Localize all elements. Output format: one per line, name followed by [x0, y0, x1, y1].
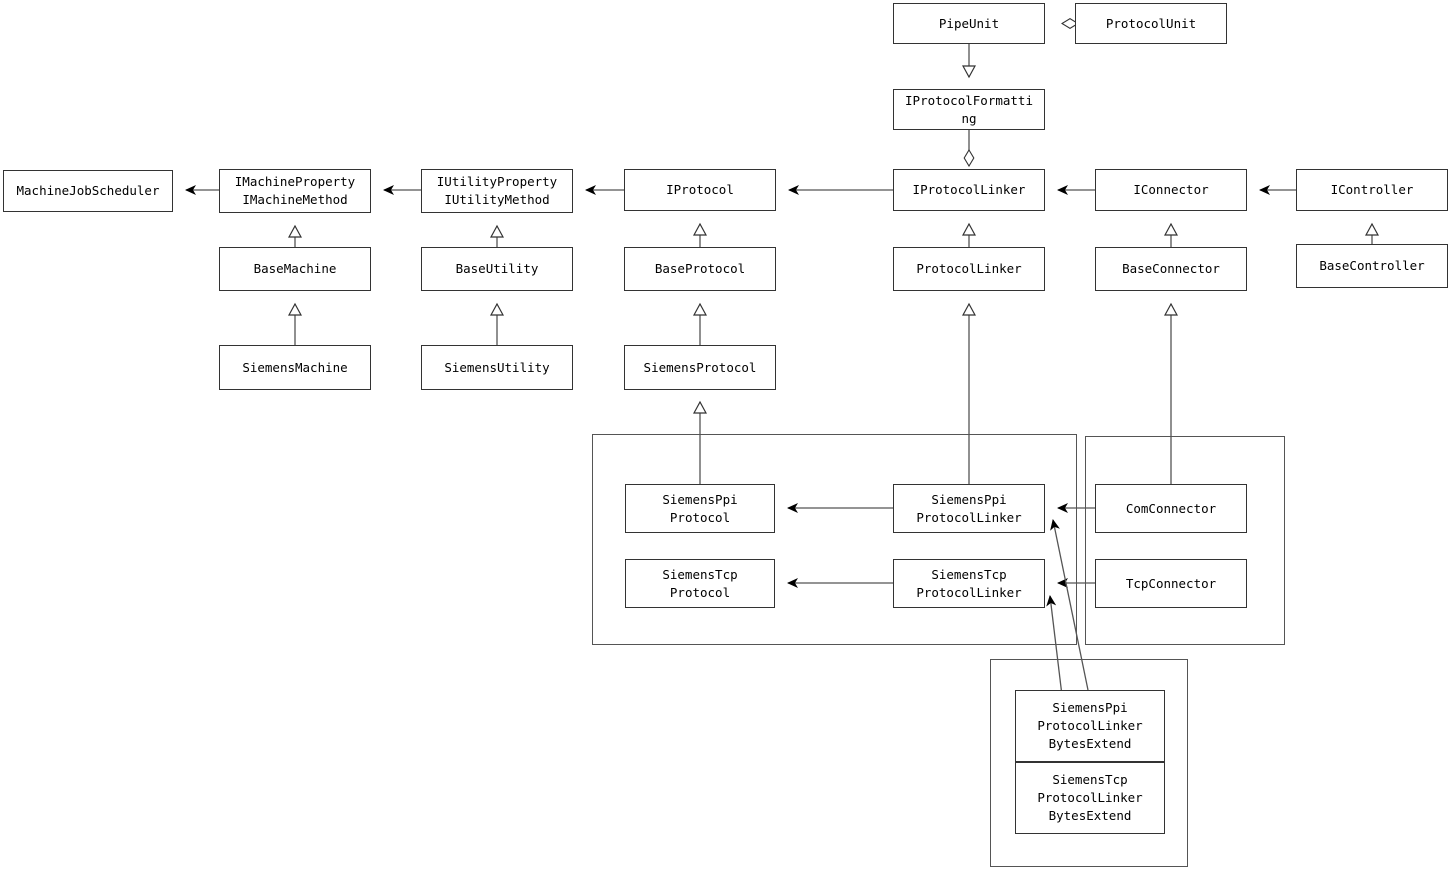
class-box-label: IConnector	[1133, 182, 1209, 197]
class-box-label: ProtocolLinker	[916, 261, 1022, 276]
class-box-siemensTcpLinker[interactable]: SiemensTcp ProtocolLinker	[893, 559, 1045, 608]
class-box-label: SiemensTcp ProtocolLinker	[916, 566, 1022, 600]
class-box-label: MachineJobScheduler	[16, 183, 160, 198]
class-box-label: SiemensPpi Protocol	[662, 491, 738, 525]
class-box-siemensUtility[interactable]: SiemensUtility	[421, 345, 573, 390]
class-box-iProtocolLinker[interactable]: IProtocolLinker	[893, 169, 1045, 211]
class-box-pipeUnit[interactable]: PipeUnit	[893, 3, 1045, 44]
class-box-label: IProtocolLinker	[912, 182, 1026, 197]
class-box-iConnector[interactable]: IConnector	[1095, 169, 1247, 211]
class-box-siemensPpiProtocol[interactable]: SiemensPpi Protocol	[625, 484, 775, 533]
class-box-label: IMachineProperty IMachineMethod	[234, 174, 356, 207]
class-box-label: SiemensProtocol	[643, 359, 757, 375]
class-box-iMachine[interactable]: IMachineProperty IMachineMethod	[219, 169, 371, 213]
class-box-label: SiemensMachine	[242, 359, 348, 375]
class-box-siemensPpiLinker[interactable]: SiemensPpi ProtocolLinker	[893, 484, 1045, 533]
class-box-label: ComConnector	[1125, 500, 1217, 516]
class-box-siemensProtocol[interactable]: SiemensProtocol	[624, 345, 776, 390]
class-box-ppiBytesExtend[interactable]: SiemensPpi ProtocolLinker BytesExtend	[1015, 690, 1165, 762]
class-box-machineJobScheduler[interactable]: MachineJobScheduler	[3, 170, 173, 212]
class-box-siemensTcpProtocol[interactable]: SiemensTcp Protocol	[625, 559, 775, 608]
class-box-label: BaseProtocol	[654, 261, 746, 276]
class-box-label: SiemensTcp ProtocolLinker BytesExtend	[1037, 772, 1143, 823]
class-box-label: BaseUtility	[455, 261, 539, 276]
class-box-iUtility[interactable]: IUtilityProperty IUtilityMethod	[421, 169, 573, 213]
class-box-label: BaseConnector	[1122, 261, 1220, 276]
class-box-protocolLinker[interactable]: ProtocolLinker	[893, 247, 1045, 291]
class-box-label: IController	[1330, 182, 1414, 197]
class-box-label: TcpConnector	[1125, 575, 1217, 591]
group-bytes-extend	[990, 659, 1188, 867]
class-box-label: ProtocolUnit	[1105, 15, 1197, 31]
class-box-baseProtocol[interactable]: BaseProtocol	[624, 247, 776, 291]
class-box-tcpConnector[interactable]: TcpConnector	[1095, 559, 1247, 608]
class-box-label: BaseController	[1319, 258, 1425, 273]
class-box-label: IUtilityProperty IUtilityMethod	[436, 174, 558, 207]
class-box-baseMachine[interactable]: BaseMachine	[219, 247, 371, 291]
class-box-baseConnector[interactable]: BaseConnector	[1095, 247, 1247, 291]
group-siemens-protocol	[592, 434, 1077, 645]
class-box-comConnector[interactable]: ComConnector	[1095, 484, 1247, 533]
class-box-iProtocol[interactable]: IProtocol	[624, 169, 776, 211]
class-box-iProtocolFormatting[interactable]: IProtocolFormatti ng	[893, 89, 1045, 130]
class-box-label: SiemensTcp Protocol	[662, 566, 738, 600]
class-box-label: SiemensUtility	[444, 359, 550, 375]
class-box-tcpBytesExtend[interactable]: SiemensTcp ProtocolLinker BytesExtend	[1015, 762, 1165, 834]
class-box-label: SiemensPpi ProtocolLinker BytesExtend	[1037, 700, 1143, 751]
class-box-baseUtility[interactable]: BaseUtility	[421, 247, 573, 291]
class-box-siemensMachine[interactable]: SiemensMachine	[219, 345, 371, 390]
class-box-baseController[interactable]: BaseController	[1296, 244, 1448, 288]
class-box-label: IProtocol	[666, 182, 734, 197]
class-box-label: SiemensPpi ProtocolLinker	[916, 491, 1022, 525]
class-box-label: PipeUnit	[938, 15, 1000, 31]
class-box-label: IProtocolFormatti ng	[905, 92, 1033, 126]
class-box-iController[interactable]: IController	[1296, 169, 1448, 211]
class-box-label: BaseMachine	[253, 261, 337, 276]
group-connector	[1085, 436, 1285, 645]
class-box-protocolUnit[interactable]: ProtocolUnit	[1075, 3, 1227, 44]
